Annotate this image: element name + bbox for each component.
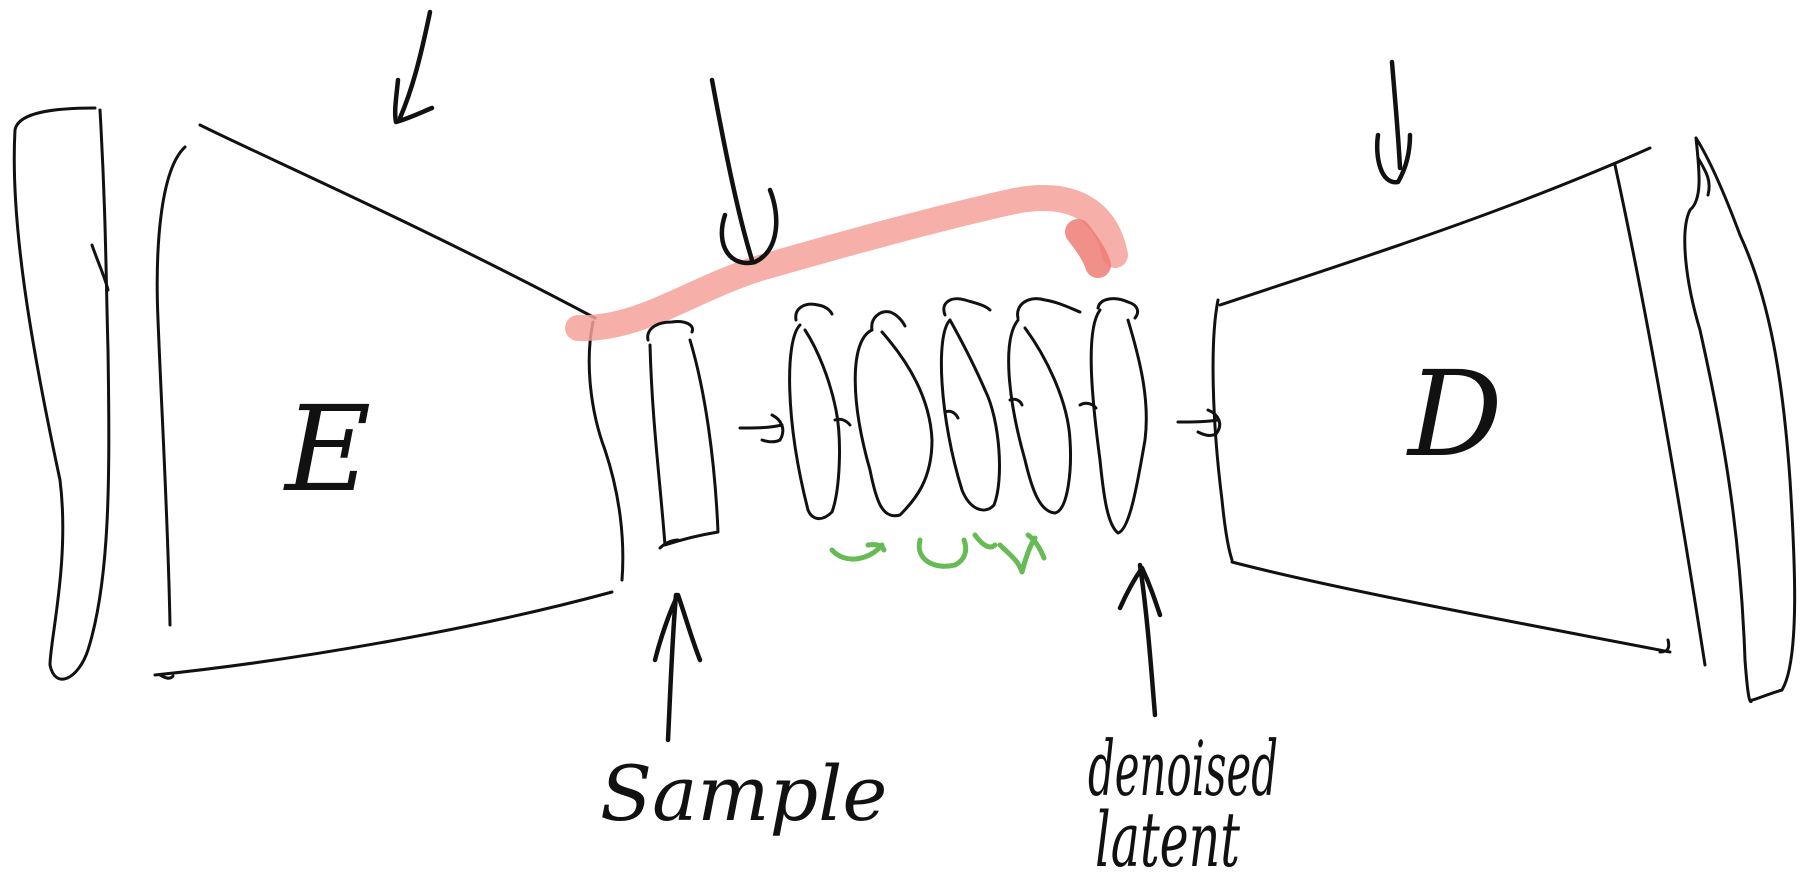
denoising-step [941,299,999,510]
arrow-down-icon [1377,62,1410,182]
arrow-down-icon [395,12,432,122]
denoising-steps [790,299,1147,533]
encoder-label: E [283,380,371,518]
skip-connection [578,198,1115,328]
denoising-step [790,304,840,518]
denoising-step [1091,299,1146,533]
arrow-up-icon [655,595,700,740]
output-image-slab [1685,138,1795,702]
sampled-latent-slab [648,322,718,548]
step-arrow [1080,403,1096,408]
sample-caption: Sample [600,749,887,838]
input-image-slab [14,108,109,679]
encoder-block: E [155,125,623,678]
denoising-step [855,312,932,516]
denoising-step [1009,299,1080,513]
arrow-right-icon [740,415,783,442]
decoder-label: D [1406,345,1503,483]
skip-connection-tip [1078,232,1098,265]
denoised-caption-line2: latent [1095,795,1240,874]
arrow-up-icon [1120,565,1160,715]
arrow-down-curl-icon [712,80,776,263]
decoder-block: D [1213,148,1705,665]
skip-connection-stroke [578,198,1115,328]
step-progress-arrows [832,535,1044,572]
